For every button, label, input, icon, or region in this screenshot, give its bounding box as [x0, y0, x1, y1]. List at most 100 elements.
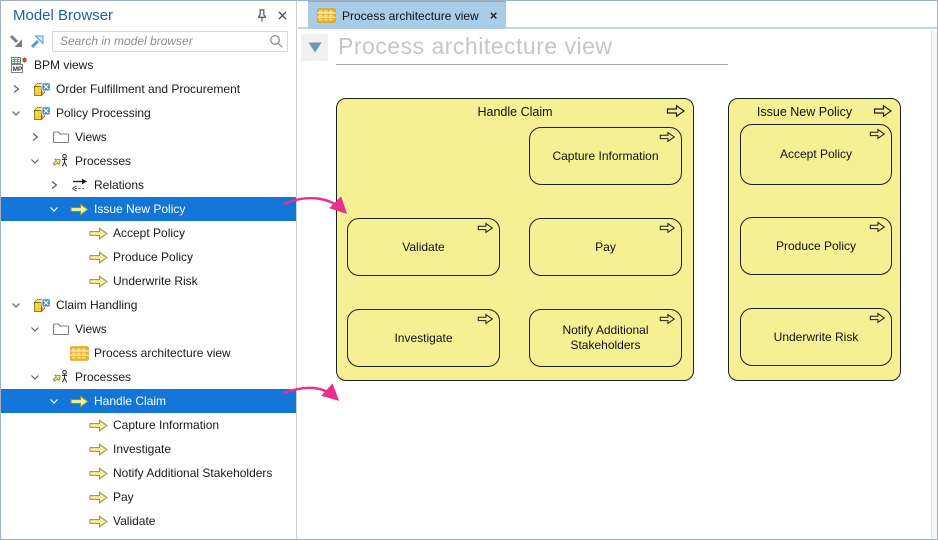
node-accept-policy[interactable]: Accept Policy [740, 124, 892, 185]
tab-process-architecture-view[interactable]: Process architecture view × [308, 1, 507, 29]
node-label: Pay [595, 239, 616, 254]
tree-item-label: BPM views [34, 58, 94, 72]
process-glyph-icon [477, 313, 494, 325]
chevron-collapsed-icon[interactable] [10, 83, 32, 95]
process-arrow-icon [89, 441, 108, 457]
tree-item-label: Produce Policy [113, 250, 194, 264]
tree-item-processes[interactable]: Processes [1, 149, 296, 173]
chevron-expanded-icon[interactable] [48, 203, 70, 215]
tree-item-issue-new-policy[interactable]: Issue New Policy [1, 197, 296, 221]
tree-item-accept-policy[interactable]: Accept Policy [1, 221, 296, 245]
tree-item-label: Processes [75, 154, 132, 168]
node-produce-policy[interactable]: Produce Policy [740, 217, 892, 275]
node-underwrite-risk[interactable]: Underwrite Risk [740, 308, 892, 366]
tree-item-views[interactable]: Views [1, 125, 296, 149]
folder-icon [51, 321, 70, 337]
diagram-icon [70, 345, 89, 361]
tree-item-capture-information[interactable]: Capture Information [1, 413, 296, 437]
search-input[interactable] [52, 30, 288, 52]
group-issue-new-policy[interactable]: Issue New Policy Accept Policy Produce P… [728, 98, 901, 381]
tree-item-investigate[interactable]: Investigate [1, 437, 296, 461]
group-handle-claim[interactable]: Handle Claim Capture Information Validat… [336, 98, 694, 381]
title-underline [336, 64, 728, 65]
panel-title: Model Browser [13, 7, 114, 24]
close-icon[interactable] [277, 8, 288, 23]
tree-item-label: Capture Information [113, 418, 220, 432]
tree-item-underwrite-risk[interactable]: Underwrite Risk [1, 269, 296, 293]
tree-item-views[interactable]: Views [1, 317, 296, 341]
vertical-scrollbar[interactable] [931, 31, 937, 538]
tree-item-pay[interactable]: Pay [1, 485, 296, 509]
group-label: Issue New Policy [756, 105, 853, 119]
tree-item-policy-processing[interactable]: Policy Processing [1, 101, 296, 125]
process-glyph-icon [869, 221, 886, 233]
tree-item-bpm-views[interactable]: MP BPM views [1, 53, 296, 77]
tree-item-label: Processes [75, 370, 132, 384]
tree-item-relations[interactable]: Relations [1, 173, 296, 197]
node-label: Underwrite Risk [773, 329, 859, 344]
chevron-expanded-icon[interactable] [48, 395, 70, 407]
tree-item-label: Order Fulfillment and Procurement [56, 82, 241, 96]
chevron-expanded-icon[interactable] [29, 155, 51, 167]
node-pay[interactable]: Pay [529, 218, 682, 276]
tree-item-label: Notify Additional Stakeholders [113, 466, 273, 480]
navigate-up-icon[interactable] [28, 32, 46, 50]
tree-item-label: Issue New Policy [94, 202, 186, 216]
node-label: Accept Policy [779, 147, 853, 161]
search-icon[interactable] [269, 34, 284, 54]
process-glyph-icon [873, 104, 893, 118]
tree-item-label: Investigate [113, 442, 172, 456]
tab-close-icon[interactable]: × [489, 8, 498, 23]
tree-item-label: Claim Handling [56, 298, 138, 312]
process-glyph-icon [477, 222, 494, 234]
chevron-expanded-icon[interactable] [10, 107, 32, 119]
processes-icon [51, 369, 70, 385]
package-icon [32, 105, 51, 121]
tree-item-claim-handling[interactable]: Claim Handling [1, 293, 296, 317]
tab-label: Process architecture view [342, 8, 479, 23]
process-glyph-icon [659, 222, 676, 234]
tree-item-label: Views [75, 130, 107, 144]
node-label: Investigate [394, 330, 453, 345]
node-label: Capture Information [552, 148, 659, 163]
chevron-collapsed-icon[interactable] [48, 179, 70, 191]
tree-item-processes[interactable]: Processes [1, 365, 296, 389]
process-arrow-icon [89, 489, 108, 505]
panel-header: Model Browser [1, 1, 296, 29]
tree-item-handle-claim[interactable]: Handle Claim [1, 389, 296, 413]
chevron-expanded-icon[interactable] [29, 323, 51, 335]
navigate-down-icon[interactable] [7, 32, 25, 50]
chevron-expanded-icon[interactable] [10, 299, 32, 311]
chevron-collapsed-icon[interactable] [29, 131, 51, 143]
node-label: Produce Policy [775, 238, 857, 253]
tree-item-produce-policy[interactable]: Produce Policy [1, 245, 296, 269]
process-arrow-icon [89, 273, 108, 289]
tree-item-label: Pay [113, 490, 134, 504]
tree-item-notify-additional-stakeholders[interactable]: Notify Additional Stakeholders [1, 461, 296, 485]
tree-item-order-fulfillment-and-procurement[interactable]: Order Fulfillment and Procurement [1, 77, 296, 101]
tree-item-process-architecture-view[interactable]: Process architecture view [1, 341, 296, 365]
folder-icon [51, 129, 70, 145]
chevron-expanded-icon[interactable] [29, 371, 51, 383]
node-validate[interactable]: Validate [347, 218, 500, 276]
node-investigate[interactable]: Investigate [347, 309, 500, 367]
process-glyph-icon [869, 312, 886, 324]
search-box [52, 30, 288, 54]
node-capture-information[interactable]: Capture Information [529, 127, 682, 185]
tree-item-validate[interactable]: Validate [1, 509, 296, 533]
package-icon [32, 81, 51, 97]
diagram-editor: Process architecture view × Process arch… [298, 1, 937, 539]
node-notify-additional-stakeholders[interactable]: Notify Additional Stakeholders [529, 309, 682, 367]
model-root-icon: MP [10, 57, 29, 73]
collapse-diagram-button[interactable] [301, 34, 328, 61]
process-arrow-icon [89, 225, 108, 241]
triangle-down-icon [308, 42, 322, 53]
process-arrow-icon [70, 201, 89, 217]
diagram-icon [317, 8, 336, 23]
processes-icon [51, 153, 70, 169]
panel-header-buttons [256, 8, 288, 23]
process-arrow-icon [89, 465, 108, 481]
pin-icon[interactable] [256, 8, 268, 23]
